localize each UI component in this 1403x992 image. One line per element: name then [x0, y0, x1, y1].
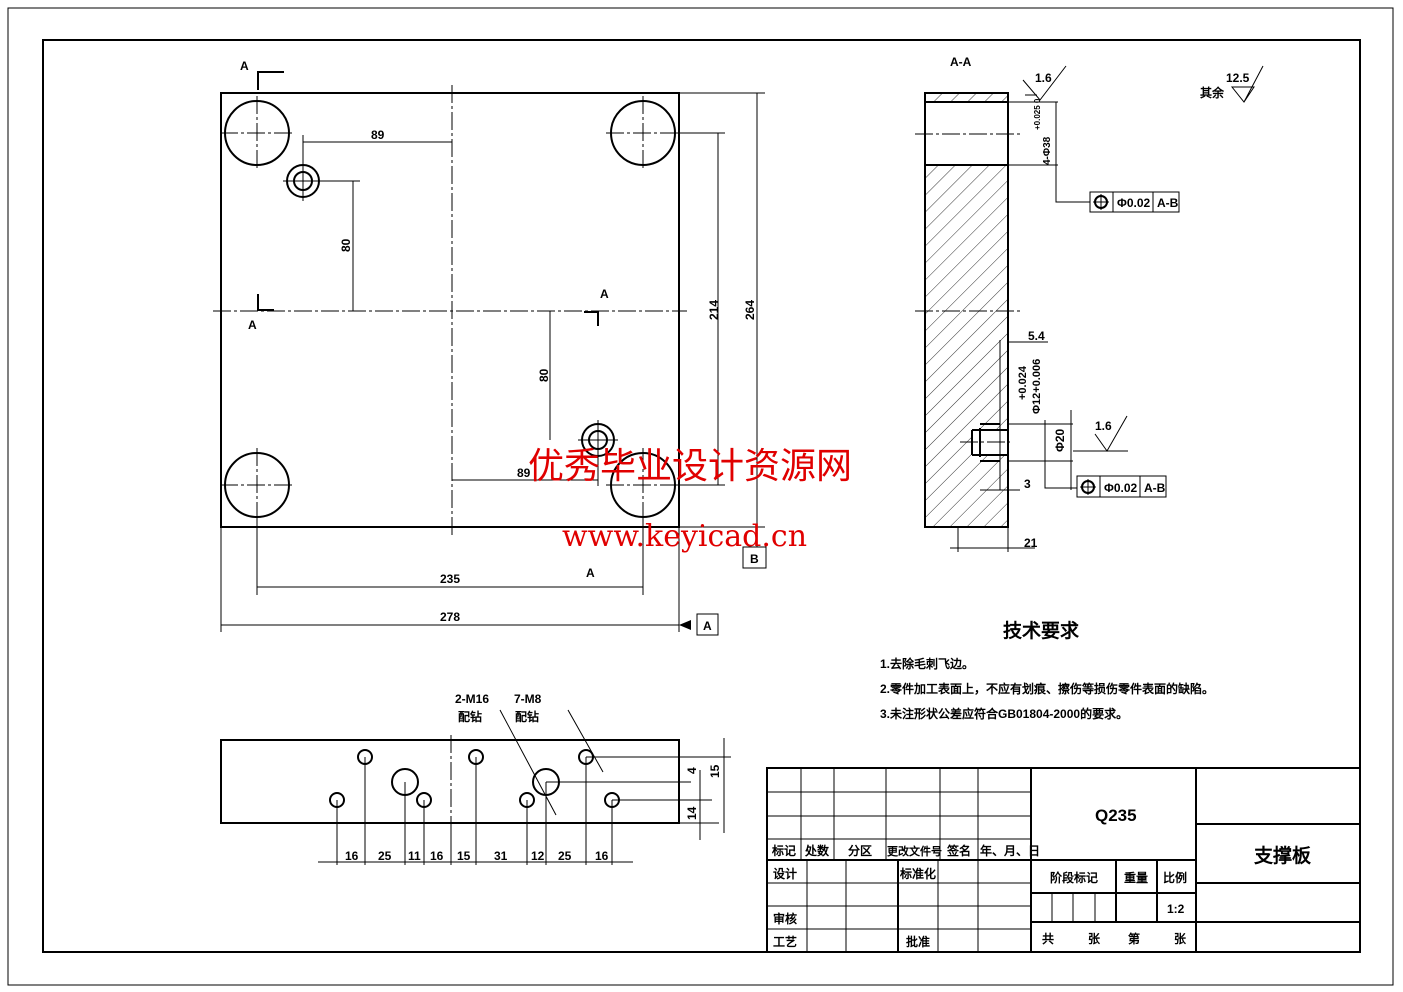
tb-part-name: 支撑板: [1253, 844, 1312, 867]
tb-header: 分区: [848, 843, 872, 858]
callout-m16-spec: 2-M16: [455, 692, 489, 706]
roughness-other-label: 其余: [1200, 85, 1225, 100]
tb-scale: 1:2: [1167, 902, 1185, 916]
dim-278: 278: [440, 610, 460, 624]
h-dim: 31: [494, 849, 508, 863]
large-holes: [220, 96, 680, 522]
section-marker-a-top: A: [240, 59, 249, 73]
dim-264: 264: [743, 300, 757, 320]
section-view-title: A-A: [950, 55, 972, 69]
fcf-top-datum: A-B: [1157, 196, 1179, 210]
tb-header: 更改文件号: [887, 844, 942, 858]
v-dim-14: 14: [685, 806, 699, 820]
section-marker-a-right: A: [600, 287, 609, 301]
counterbored-holes: [283, 161, 618, 460]
h-dim: 16: [430, 849, 444, 863]
dim-235: 235: [440, 572, 460, 586]
tb-sheet-no: 第: [1128, 931, 1140, 946]
general-roughness: 其余 12.5: [1200, 65, 1264, 103]
h-dim: 25: [378, 849, 392, 863]
dim-89-top: 89: [371, 128, 385, 142]
tb-header: 处数: [804, 843, 830, 858]
front-view: A A A A 89 80 80 89 214 264 235 278 A B: [213, 59, 767, 636]
h-dim: 25: [558, 849, 572, 863]
roughness-other-value: 12.5: [1226, 71, 1250, 85]
bore-tolerance: +0.025 0: [1033, 98, 1042, 130]
tb-scale-label: 比例: [1163, 870, 1187, 885]
datum-b: B: [750, 552, 759, 566]
section-marker-a-bottom: A: [586, 566, 595, 580]
tb-weight: 重量: [1124, 870, 1148, 885]
datum-a: A: [703, 619, 712, 633]
tb-stage: 阶段标记: [1050, 870, 1098, 885]
tb-header: 标记: [771, 843, 796, 858]
tb-sheets2: 张: [1174, 931, 1187, 946]
outer-border: [7, 7, 1394, 986]
dim-89-bottom: 89: [517, 466, 531, 480]
section-view-a-a: A-A 1.6 4-Φ38 +0.025 0 Φ0.02 A-B 5.4 Φ12…: [915, 55, 1180, 552]
title-block: 标记 处数 分区 更改文件号 签名 年、月、日 设计 标准化 审核 工艺 批准 …: [766, 767, 1361, 953]
fcf-top: Φ0.02 A-B: [1089, 191, 1180, 213]
tb-standard: 标准化: [899, 866, 936, 881]
dim-214: 214: [707, 300, 721, 320]
tb-header: 签名: [946, 843, 971, 858]
dim-5-4: 5.4: [1028, 329, 1045, 343]
bottom-h-dims: 16 25 11 16 15 31 12 25 16: [345, 849, 609, 863]
pin-tolerance: +0.024: [1017, 365, 1029, 400]
v-dim-15: 15: [708, 764, 722, 778]
callout-m8-spec: 7-M8: [514, 692, 542, 706]
tech-req-item: 2.零件加工表面上，不应有划痕、擦伤等损伤零件表面的缺陷。: [880, 681, 1214, 696]
tb-process: 工艺: [773, 934, 797, 949]
tech-req-item: 1.去除毛刺飞边。: [880, 656, 974, 671]
h-dim: 16: [345, 849, 359, 863]
fcf-pin-datum: A-B: [1144, 481, 1166, 495]
drawing-frame: [42, 39, 1361, 953]
h-dim: 12: [531, 849, 545, 863]
bore-dim: 4-Φ38: [1042, 136, 1053, 165]
tech-req-item: 3.未注形状公差应符合GB01804-2000的要求。: [880, 706, 1128, 721]
h-dim: 11: [408, 849, 421, 863]
callout-m16-note: 配钻: [458, 709, 482, 724]
dim-80-left: 80: [339, 238, 353, 252]
roughness-top: 1.6: [1035, 71, 1052, 85]
tb-material: Q235: [1095, 806, 1137, 825]
roughness-pin: 1.6: [1095, 419, 1112, 433]
technical-requirements: 技术要求 1.去除毛刺飞边。 2.零件加工表面上，不应有划痕、擦伤等损伤零件表面…: [880, 619, 1214, 721]
bottom-view: 2-M16 配钻 7-M8 配钻 16 25 11 16 15 31 12 25…: [220, 692, 731, 865]
pin-dim: Φ12+0.006: [1031, 359, 1043, 414]
watermark-title: 优秀毕业设计资源网: [528, 446, 852, 487]
dim-phi20: Φ20: [1053, 428, 1067, 452]
tb-design: 设计: [773, 866, 797, 881]
tech-req-title: 技术要求: [1003, 619, 1080, 642]
h-dim: 16: [595, 849, 609, 863]
tb-review: 审核: [773, 911, 797, 926]
tb-total: 共: [1042, 931, 1054, 946]
dim-21: 21: [1024, 536, 1038, 550]
dim-80-right: 80: [537, 368, 551, 382]
section-marker-a-left: A: [248, 318, 257, 332]
h-dim: 15: [457, 849, 471, 863]
v-dim-4: 4: [685, 767, 699, 774]
dim-3: 3: [1024, 477, 1031, 491]
tb-sheets: 张: [1088, 931, 1101, 946]
watermark-url: www.keyicad.cn: [562, 519, 807, 554]
fcf-pin: Φ0.02 A-B: [1076, 475, 1167, 498]
callout-m8-note: 配钻: [515, 709, 539, 724]
tb-header: 年、月、日: [980, 843, 1040, 858]
fcf-pin-tolerance: Φ0.02: [1104, 481, 1138, 495]
tb-approve: 批准: [906, 934, 930, 949]
fcf-top-tolerance: Φ0.02: [1117, 196, 1151, 210]
